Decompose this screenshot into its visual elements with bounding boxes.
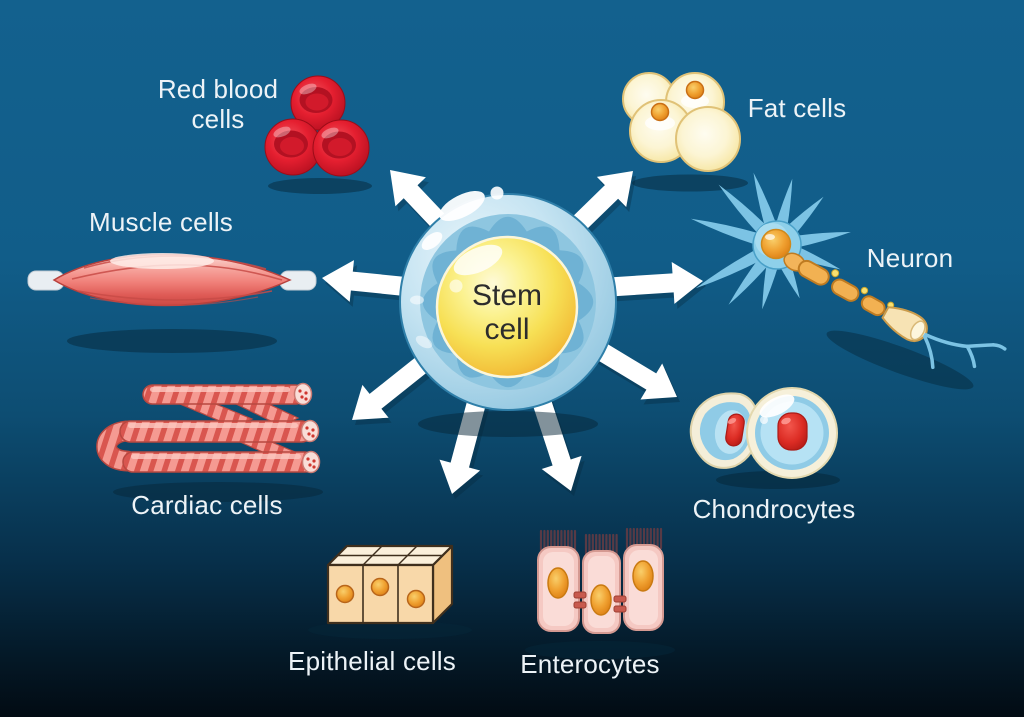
cell-junctions	[573, 591, 627, 613]
fat-cell	[675, 106, 741, 172]
fat-cells-illustration	[622, 72, 748, 192]
label-epithelial-cells: Epithelial cells	[288, 645, 456, 676]
myelin-segment	[797, 259, 830, 286]
shadow	[308, 621, 472, 639]
myelin-segment	[831, 278, 860, 302]
top-seam	[362, 545, 383, 566]
dendrite	[695, 248, 763, 289]
membrane-highlight	[490, 186, 504, 200]
stem-cell-shadow	[418, 411, 598, 437]
membrane-highlight	[421, 232, 443, 250]
cardiac-cells-illustration	[96, 382, 323, 502]
fiber-highlight	[131, 454, 301, 459]
shadow	[525, 641, 675, 659]
enterocytes-illustration	[525, 527, 675, 659]
myelin-segment	[860, 295, 886, 317]
fiber-highlight	[128, 423, 298, 428]
nucleus-highlight	[449, 279, 463, 293]
shadow	[113, 482, 323, 502]
striation	[77, 290, 273, 301]
dendrites	[690, 172, 851, 310]
chondrocyte	[746, 387, 838, 479]
dendrite	[792, 246, 841, 270]
fiber-highlight	[150, 387, 290, 392]
muscle-cells-illustration	[27, 253, 317, 353]
stem-cell-label: Stem cell	[471, 279, 543, 346]
enterocyte-nucleus	[547, 567, 569, 599]
neuron-illustration	[690, 172, 1007, 390]
dendrite	[779, 260, 800, 299]
epithelial-cells-illustration	[308, 544, 472, 639]
terminal-branches	[922, 333, 1007, 370]
dendrite	[718, 184, 768, 236]
dendrite	[794, 232, 851, 248]
membrane-highlight	[410, 295, 424, 305]
shadow	[268, 178, 372, 194]
chondrocyte	[689, 392, 760, 469]
label-neuron: Neuron	[866, 242, 954, 273]
top-seam	[397, 545, 418, 566]
node-bouton	[831, 269, 840, 278]
epithelial-nucleus	[406, 589, 426, 609]
shadow	[67, 329, 277, 353]
chondrocyte-nucleus	[777, 412, 808, 451]
striation	[89, 296, 259, 306]
shadow	[826, 330, 974, 390]
membrane-highlight	[415, 335, 433, 349]
red-blood-cells-illustration	[264, 75, 372, 194]
shadow	[632, 174, 748, 192]
label-enterocytes: Enterocytes	[520, 648, 660, 679]
nucleus-glint	[765, 234, 775, 240]
label-red-blood-cells: Red blood cells	[157, 73, 279, 134]
enterocyte	[582, 550, 621, 634]
enterocyte	[623, 544, 664, 631]
dendrite	[690, 218, 761, 246]
fat-cell-nucleus	[650, 102, 670, 122]
label-cardiac-cells: Cardiac cells	[131, 489, 283, 520]
red-blood-cell	[264, 118, 322, 176]
membrane-highlight	[439, 191, 485, 221]
dendrite	[753, 172, 777, 229]
node-bouton	[860, 286, 869, 295]
red-blood-cell	[312, 119, 370, 177]
dendrite	[728, 256, 770, 305]
nucleus-highlight	[453, 244, 503, 276]
epithelial-nucleus	[335, 584, 355, 604]
stem-cell-illustration	[399, 186, 617, 437]
red-blood-cell	[290, 75, 346, 131]
dendrite	[775, 178, 793, 228]
epithelial-nucleus	[370, 577, 390, 597]
dendrite	[762, 262, 779, 310]
enterocyte	[537, 546, 580, 632]
dendrite	[786, 196, 824, 236]
fat-cell-nucleus	[685, 80, 705, 100]
label-fat-cells: Fat cells	[747, 92, 847, 123]
fiber-cross-sections	[293, 382, 321, 474]
enterocyte-nucleus	[632, 560, 654, 592]
label-chondrocytes: Chondrocytes	[692, 493, 856, 524]
enterocyte-nucleus	[590, 584, 612, 616]
muscle-highlight	[110, 253, 214, 269]
label-muscle-cells: Muscle cells	[89, 206, 233, 237]
chondrocytes-illustration	[689, 387, 840, 489]
axon	[783, 252, 1007, 370]
terminal-opening	[909, 320, 926, 341]
